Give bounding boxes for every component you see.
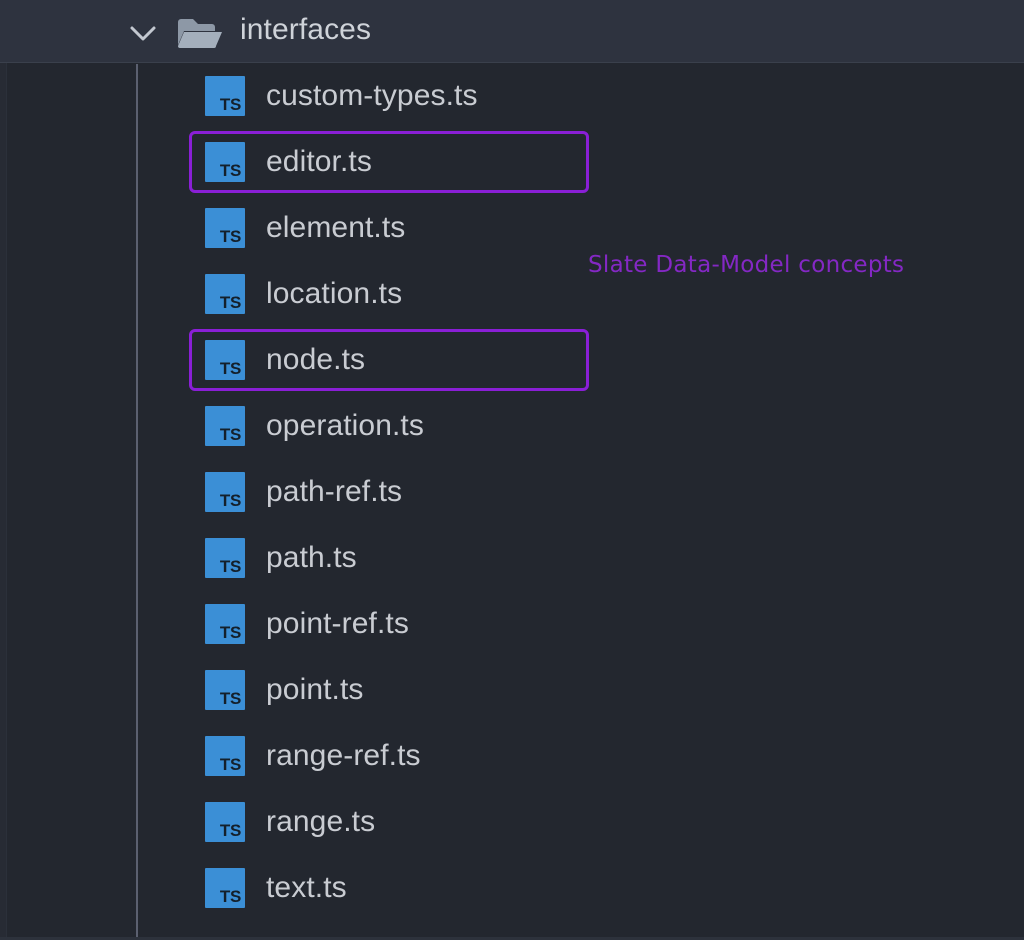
left-gutter-strip [0,63,6,937]
file-name-label: path-ref.ts [266,475,403,508]
file-name-label: point.ts [266,673,364,706]
ts-icon-label: TS [219,227,241,246]
ts-icon-label: TS [219,557,241,576]
file-name-label: range.ts [266,805,376,838]
file-row[interactable]: TS path.ts [0,525,1024,591]
indent-guide-line [136,64,138,937]
file-name-label: editor.ts [266,145,372,178]
gutter-edge-divider [6,63,7,937]
file-name-label: element.ts [266,211,406,244]
typescript-file-icon: TS [205,142,245,182]
file-name-label: range-ref.ts [266,739,421,772]
typescript-file-icon: TS [205,736,245,776]
typescript-file-icon: TS [205,208,245,248]
file-name-label: text.ts [266,871,347,904]
typescript-file-icon: TS [205,76,245,116]
file-name-label: operation.ts [266,409,424,442]
typescript-file-icon: TS [205,604,245,644]
file-row[interactable]: TS range.ts [0,789,1024,855]
ts-icon-label: TS [219,755,241,774]
typescript-file-icon: TS [205,406,245,446]
file-name-label: custom-types.ts [266,79,478,112]
file-row[interactable]: TS operation.ts [0,393,1024,459]
typescript-file-icon: TS [205,472,245,512]
folder-header-row[interactable]: interfaces [0,0,1024,63]
file-row[interactable]: TS range-ref.ts [0,723,1024,789]
chevron-down-icon[interactable] [126,20,160,46]
file-row[interactable]: TS path-ref.ts [0,459,1024,525]
ts-icon-label: TS [219,293,241,312]
typescript-file-icon: TS [205,274,245,314]
file-row[interactable]: TS custom-types.ts [0,63,1024,129]
ts-icon-label: TS [219,689,241,708]
ts-icon-label: TS [219,623,241,642]
file-row[interactable]: TS point.ts [0,657,1024,723]
file-row[interactable]: TS node.ts [0,327,1024,393]
folder-name-label: interfaces [240,13,372,46]
file-name-label: point-ref.ts [266,607,409,640]
file-name-label: location.ts [266,277,403,310]
folder-open-icon [176,17,222,49]
file-name-label: path.ts [266,541,357,574]
ts-icon-label: TS [219,821,241,840]
typescript-file-icon: TS [205,538,245,578]
file-row[interactable]: TS element.ts [0,195,1024,261]
ts-icon-label: TS [219,887,241,906]
ts-icon-label: TS [219,359,241,378]
file-name-label: node.ts [266,343,366,376]
ts-icon-label: TS [219,161,241,180]
typescript-file-icon: TS [205,868,245,908]
file-row[interactable]: TS text.ts [0,855,1024,921]
ts-icon-label: TS [219,425,241,444]
typescript-file-icon: TS [205,670,245,710]
ts-icon-label: TS [219,95,241,114]
typescript-file-icon: TS [205,340,245,380]
annotation-label: Slate Data-Model concepts [588,252,905,278]
typescript-file-icon: TS [205,802,245,842]
file-row[interactable]: TS point-ref.ts [0,591,1024,657]
file-row[interactable]: TS location.ts [0,261,1024,327]
file-row[interactable]: TS editor.ts [0,129,1024,195]
ts-icon-label: TS [219,491,241,510]
